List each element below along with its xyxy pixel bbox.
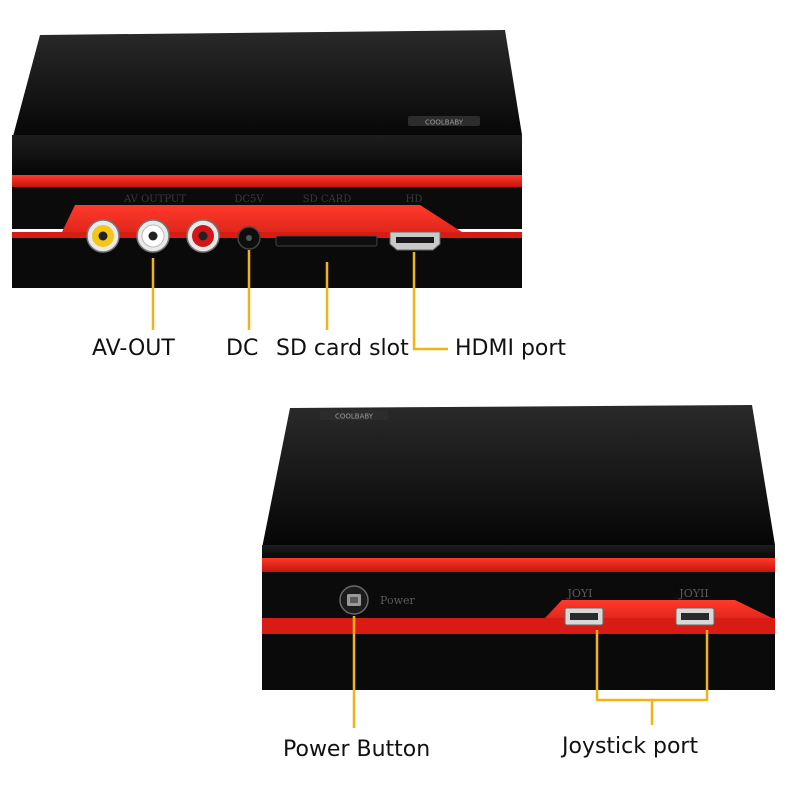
front-device-top-lid [262,405,775,548]
joy1-print: JOYI [566,587,592,600]
leader-hdmi [412,252,448,351]
joystick-port-1 [564,607,604,626]
back-device-lower-red-stripe [12,232,522,238]
dc-print: DC5V [234,194,264,205]
hdmi-port [389,231,441,251]
front-brand-text: COOLBABY [335,413,374,421]
back-device-red-stripe [12,175,522,187]
front-brand-badge: COOLBABY [320,410,388,421]
callout-sd-card-slot: SD card slot [276,336,409,361]
rca-port-white [136,219,170,253]
power-button [339,585,369,615]
back-brand-badge: COOLBABY [408,116,480,127]
sd-card-slot [275,235,378,247]
joy2-print: JOYII [678,587,708,600]
callout-power-button: Power Button [283,737,431,762]
front-device-upper-band [262,545,775,560]
rca-port-yellow [86,219,120,253]
back-device-bottom-band [12,238,522,288]
front-device-bottom-band [262,634,775,690]
callout-dc: DC [226,336,259,361]
front-device: COOLBABY Power JOYI JOYII [262,405,775,690]
callout-av-out: AV-OUT [92,336,175,361]
dc-jack [237,226,261,250]
back-brand-text: COOLBABY [425,119,464,127]
av-output-print: AV OUTPUT [123,194,186,205]
callout-joystick-port: Joystick port [562,734,699,759]
joystick-port-2 [675,607,715,626]
front-device-red-stripe [262,558,775,572]
front-device-lower-red-stripe [262,618,775,634]
power-print: Power [380,594,416,607]
back-callout-leaders [151,250,448,351]
front-callout-leaders [352,616,709,728]
hd-print: HD [406,194,423,205]
back-device-upper-band [12,135,522,177]
callout-hdmi-port: HDMI port [455,336,567,361]
sd-print: SD CARD [303,194,351,205]
back-device: COOLBABY AV OUTPUT DC5V SD CARD HD [12,30,522,288]
rca-port-red [186,219,220,253]
back-device-top-lid [12,30,522,140]
